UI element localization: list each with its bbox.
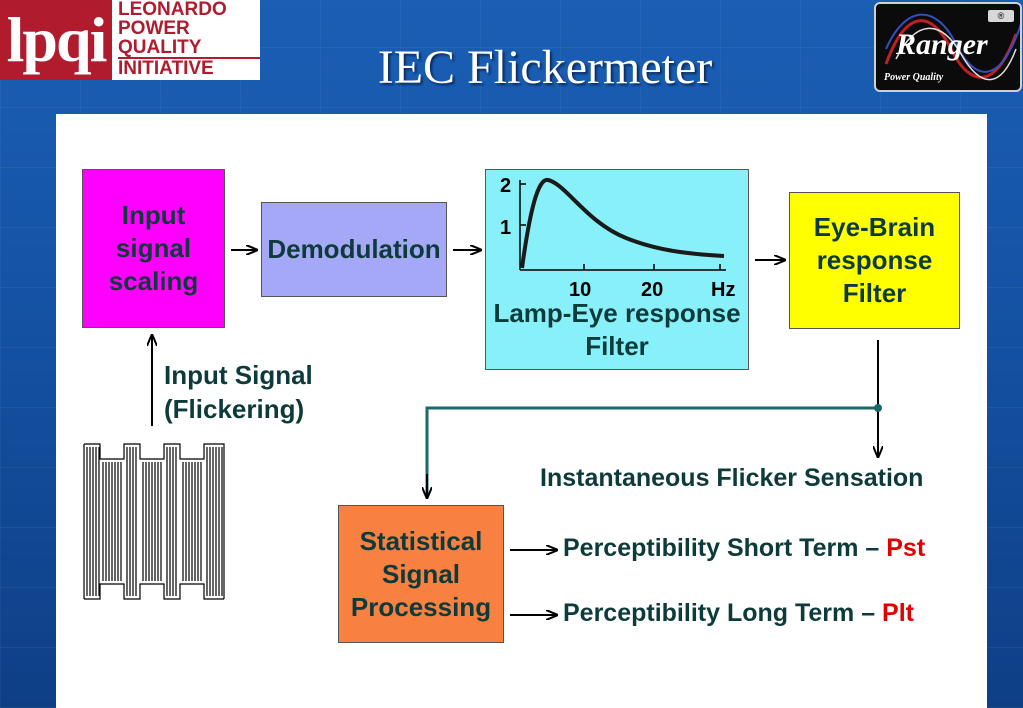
input-signal-label: Input Signal (Flickering) [164, 358, 313, 426]
lamp-eye-filter-block: Lamp-Eye response Filter 2 1 10 20 Hz [485, 169, 749, 370]
pst-output-label: Perceptibility Short Term – Pst [563, 534, 925, 563]
lpqi-line-2: POWER [118, 18, 190, 39]
branch-junction-dot [874, 404, 882, 412]
eye-brain-line-3: Filter [842, 278, 907, 308]
ranger-name: Ranger [896, 28, 988, 61]
pst-text: Perceptibility Short Term – [563, 534, 887, 562]
slide-title: IEC Flickermeter [377, 41, 713, 94]
plt-output-label: Perceptibility Long Term – Plt [563, 599, 914, 628]
lamp-eye-ytick-2: 2 [500, 175, 512, 197]
lpqi-line-4: INITIATIVE [118, 57, 260, 78]
eye-brain-filter-block: Eye-Brain response Filter [789, 192, 960, 329]
plt-code: Plt [882, 599, 914, 627]
input-scaling-line-2: signal [115, 233, 192, 263]
lpqi-line-1: LEONARDO [118, 0, 227, 20]
statistical-line-2: Signal [381, 558, 460, 589]
demodulation-block: Demodulation [261, 202, 447, 297]
registered-badge: ® [988, 10, 1014, 22]
input-signal-line-1: Input Signal [164, 360, 313, 390]
lamp-eye-ytick-1: 1 [500, 217, 512, 239]
ranger-logo: ® Ranger Power Quality [874, 2, 1022, 92]
input-signal-line-2: (Flickering) [164, 394, 305, 424]
statistical-line-1: Statistical [359, 525, 483, 556]
lamp-eye-line-2: Filter [585, 331, 649, 361]
lamp-eye-line-1: Lamp-Eye response [493, 298, 741, 328]
ranger-tagline: Power Quality [884, 72, 944, 83]
lpqi-line-3: QUALITY [118, 37, 202, 58]
lpqi-mark: lpqi [0, 0, 112, 80]
lamp-eye-xtick-20: 20 [641, 279, 664, 301]
input-scaling-line-3: scaling [108, 266, 199, 296]
eye-brain-line-2: response [816, 245, 933, 275]
diagram-panel: Input signal scaling Demodulation Lamp-E… [56, 114, 987, 708]
sine-wave-icon [884, 13, 1020, 81]
statistical-processing-block: Statistical Signal Processing [338, 505, 504, 643]
lamp-eye-xtick-hz: Hz [711, 279, 736, 301]
flicker-waveform [83, 443, 225, 600]
lpqi-wordmark: LEONARDO POWER QUALITY INITIATIVE [118, 0, 260, 78]
eye-brain-line-1: Eye-Brain [813, 212, 936, 242]
pst-code: Pst [886, 534, 926, 562]
input-scaling-line-1: Input [121, 200, 186, 230]
lpqi-logo: lpqi LEONARDO POWER QUALITY INITIATIVE [0, 0, 260, 80]
lamp-eye-response-curve [519, 178, 726, 271]
demodulation-label: Demodulation [267, 234, 441, 264]
statistical-line-3: Processing [350, 591, 492, 622]
instantaneous-flicker-label: Instantaneous Flicker Sensation [540, 464, 924, 492]
input-scaling-block: Input signal scaling [82, 169, 225, 328]
lamp-eye-xtick-10: 10 [569, 279, 592, 301]
plt-text: Perceptibility Long Term – [563, 599, 883, 627]
